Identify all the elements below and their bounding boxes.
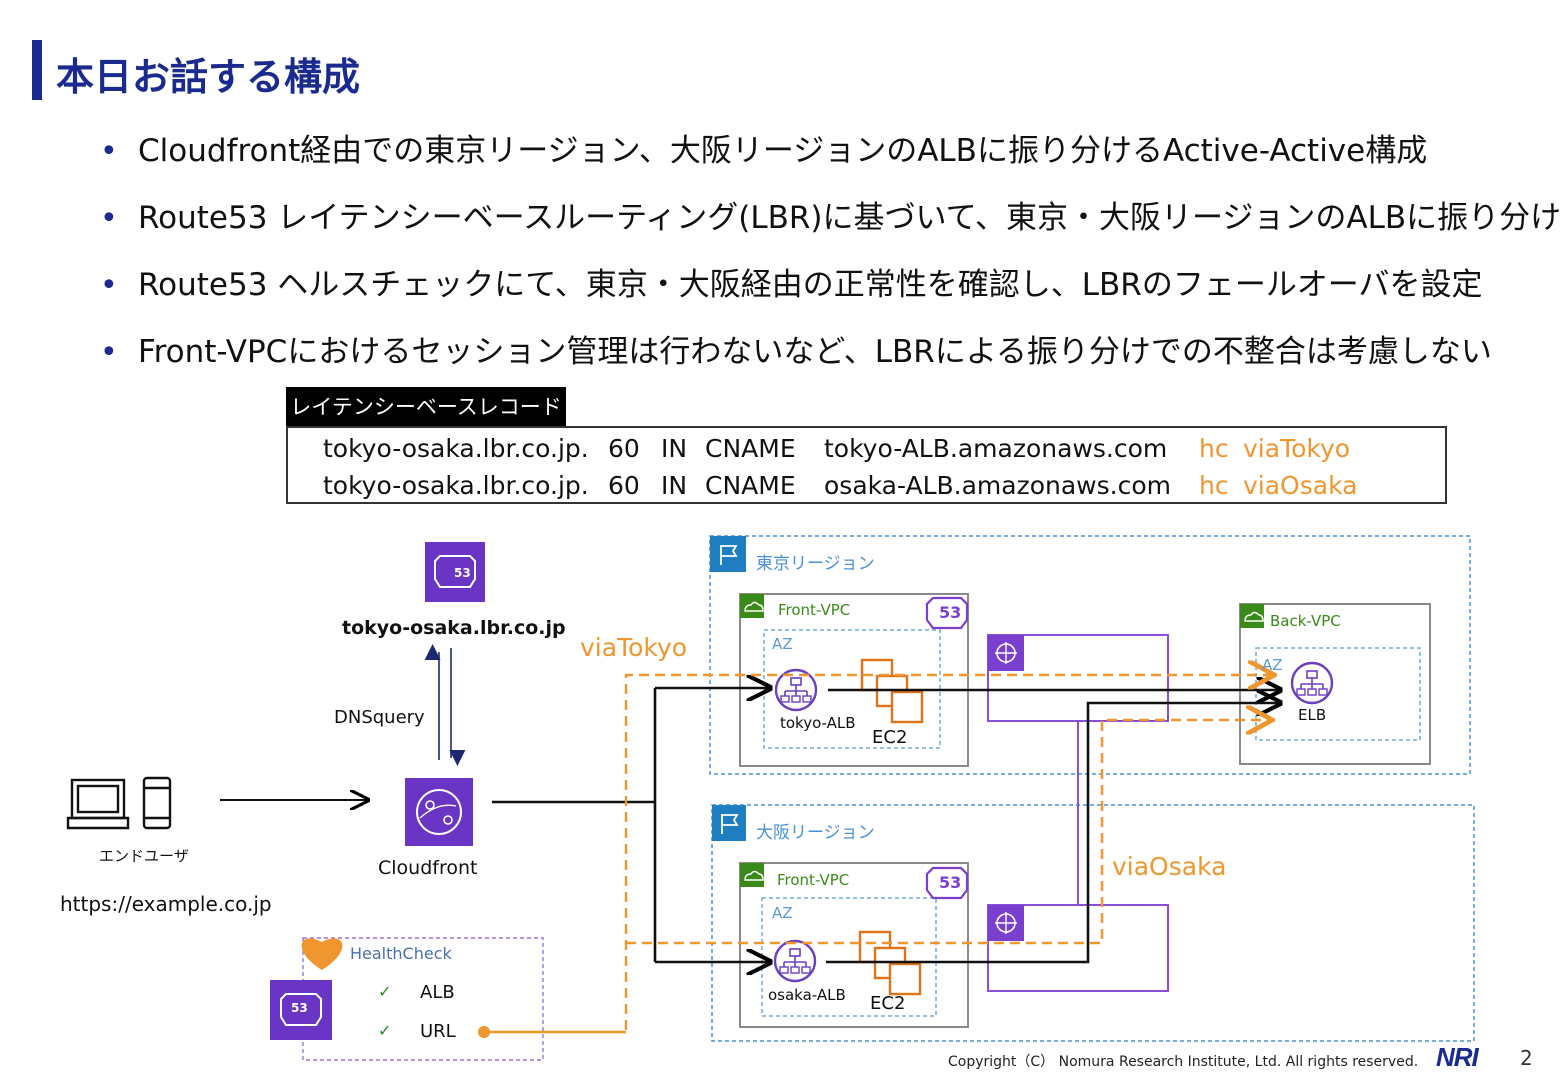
tokyo-ec2-label: EC2 — [872, 727, 908, 748]
elb-icon — [1290, 661, 1334, 705]
laptop-icon — [66, 778, 130, 830]
back-az-box — [1255, 647, 1421, 741]
tokyo-route53-badge: 53 — [939, 603, 962, 622]
healthcheck-item-alb: ALB — [420, 982, 455, 1003]
cloudfront-label: Cloudfront — [378, 857, 478, 879]
cloudfront-trunk-line — [492, 688, 657, 962]
bullet-item: Route53 ヘルスチェックにて、東京・大阪経由の正常性を確認し、LBRのフェ… — [100, 252, 1560, 319]
tokyo-az-label: AZ — [772, 635, 793, 653]
record-tab-label: レイテンシーベースレコード — [286, 387, 566, 427]
osaka-az-label: AZ — [772, 904, 793, 922]
bullet-item: Front-VPCにおけるセッション管理は行わないなど、LBRによる振り分けでの… — [100, 319, 1560, 386]
check-mark-icon: ✓ — [378, 1021, 392, 1040]
osaka-alb-to-elb — [826, 703, 1280, 964]
via-osaka-label: viaOsaka — [1112, 852, 1227, 881]
osaka-vpc-box — [739, 862, 969, 1028]
vpc-cloud-icon — [1240, 604, 1264, 628]
route53-shield-icon — [925, 596, 969, 630]
tokyo-alb-label: tokyo-ALB — [780, 714, 856, 732]
osaka-alb-label: osaka-ALB — [768, 986, 846, 1004]
record-name: tokyo-osaka.lbr.co.jp. — [323, 471, 589, 500]
osaka-ec2-label: EC2 — [870, 993, 906, 1014]
page-number: 2 — [1520, 1046, 1533, 1070]
osaka-route53-badge: 53 — [939, 873, 962, 892]
record-ttl: 60 — [608, 471, 640, 500]
record-hc-name: viaOsaka — [1243, 471, 1358, 500]
osaka-vpc-label: Front-VPC — [777, 871, 850, 889]
route53-icon — [270, 980, 332, 1040]
record-name: tokyo-osaka.lbr.co.jp. — [323, 434, 589, 463]
record-type: CNAME — [705, 471, 796, 500]
vpc-cloud-icon — [740, 594, 764, 618]
bullet-item: Cloudfront経由での東京リージョン、大阪リージョンのALBに振り分けるA… — [100, 118, 1560, 185]
flag-icon — [710, 536, 746, 572]
back-vpc-box — [1239, 603, 1431, 765]
load-balancer-icon — [773, 939, 817, 983]
route53-badge-text: 53 — [291, 1001, 308, 1015]
record-class: IN — [661, 434, 688, 463]
record-type: CNAME — [705, 434, 796, 463]
title-accent-bar — [32, 40, 42, 100]
route53-shield-icon — [925, 866, 969, 900]
transit-gateway-icon — [988, 635, 1024, 671]
record-class: IN — [661, 471, 688, 500]
url-label: https://example.co.jp — [60, 892, 272, 916]
company-logo: NRI — [1436, 1042, 1479, 1072]
vpc-cloud-icon — [740, 863, 764, 887]
healthcheck-title: HealthCheck — [350, 944, 452, 963]
load-balancer-icon — [774, 668, 818, 712]
cloudfront-icon — [405, 778, 473, 846]
record-target: osaka-ALB.amazonaws.com — [824, 471, 1171, 500]
tokyo-vpc-box — [739, 593, 969, 767]
mobile-phone-icon — [142, 776, 172, 830]
record-box: tokyo-osaka.lbr.co.jp. 60 IN CNAME tokyo… — [286, 426, 1447, 504]
elb-label: ELB — [1298, 706, 1327, 724]
record-hc-name: viaTokyo — [1243, 434, 1351, 463]
back-vpc-label: Back-VPC — [1270, 612, 1341, 630]
url-endpoint-dot — [478, 1026, 490, 1038]
bullet-list: Cloudfront経由での東京リージョン、大阪リージョンのALBに振り分けるA… — [100, 118, 1560, 386]
route53-domain-label: tokyo-osaka.lbr.co.jp — [342, 617, 566, 639]
route53-badge-text: 53 — [454, 566, 471, 580]
via-tokyo-label: viaTokyo — [580, 633, 688, 662]
osaka-region-box — [711, 804, 1475, 1042]
tokyo-region-label: 東京リージョン — [756, 554, 875, 574]
tokyo-region-box — [709, 535, 1471, 775]
flag-icon — [712, 805, 746, 841]
record-ttl: 60 — [608, 434, 640, 463]
page-title: 本日お話する構成 — [56, 55, 361, 99]
end-user-label: エンドユーザ — [99, 847, 189, 865]
record-target: tokyo-ALB.amazonaws.com — [824, 434, 1168, 463]
back-az-label: AZ — [1262, 656, 1283, 674]
transit-gateway-icon — [988, 905, 1024, 941]
bullet-item: Route53 レイテンシーベースルーティング(LBR)に基づいて、東京・大阪リ… — [100, 185, 1560, 252]
healthcheck-item-url: URL — [420, 1021, 456, 1042]
record-hc: hc — [1199, 471, 1229, 500]
tokyo-vpc-label: Front-VPC — [778, 601, 851, 619]
heart-icon — [301, 938, 343, 970]
osaka-region-label: 大阪リージョン — [756, 823, 875, 843]
record-hc: hc — [1199, 434, 1229, 463]
route53-icon — [425, 542, 485, 602]
dns-query-label: DNSquery — [334, 707, 425, 728]
healthcheck-via-tokyo-path — [624, 675, 1272, 1030]
check-mark-icon: ✓ — [378, 982, 392, 1001]
copyright-text: Copyright（C） Nomura Research Institute, … — [948, 1054, 1419, 1070]
healthcheck-box — [302, 937, 544, 1061]
